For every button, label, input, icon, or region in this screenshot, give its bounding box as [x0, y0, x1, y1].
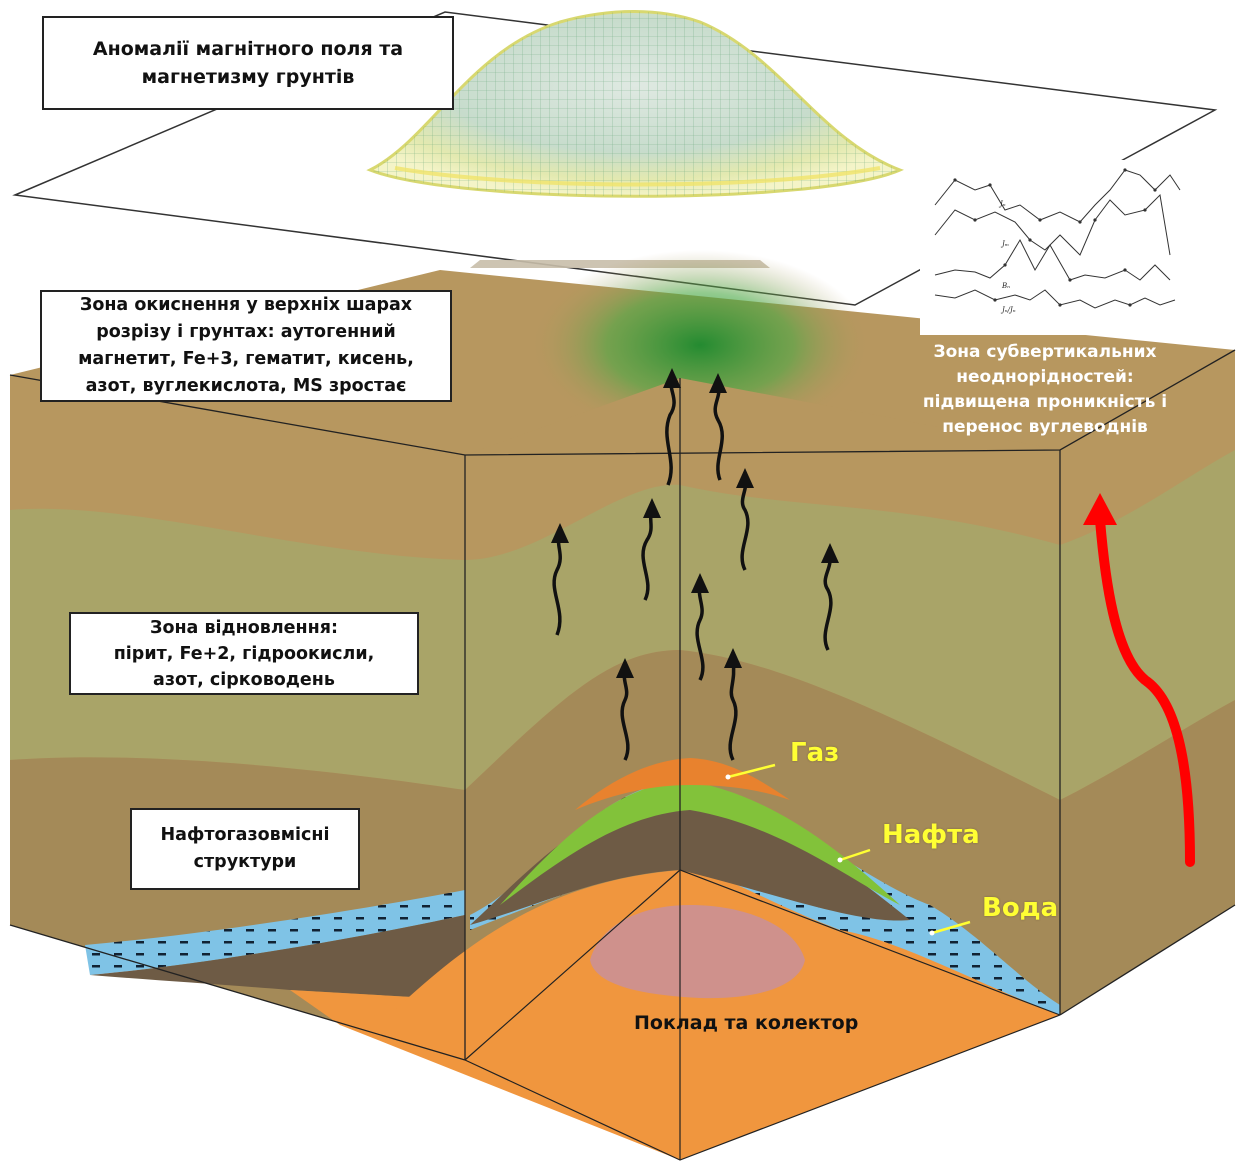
migration-arrow	[620, 669, 630, 761]
fluid-leaders	[727, 763, 971, 935]
magnetic-anomaly-box: Аномалії магнітного поля та магнетизму г…	[42, 16, 454, 110]
caption-line: структури	[193, 852, 297, 872]
profile-curve	[934, 289, 1176, 309]
reduction-zone-box: Зона відновлення: пірит, Fe+2, гідроокис…	[69, 612, 419, 695]
reservoir-label: Поклад та колектор	[634, 1012, 859, 1034]
inset-label: Bₙ	[1001, 282, 1010, 290]
caption-line: магнетит, Fe+3, гематит, кисень,	[78, 349, 414, 369]
anticline-trap	[340, 758, 1061, 1161]
migration-arrowheads	[551, 368, 839, 678]
caption-line: пірит, Fe+2, гідроокисли,	[113, 643, 375, 664]
caption-line: Нафтогазовмісні	[160, 825, 330, 845]
red-migration-arrow	[1083, 493, 1195, 867]
oil-label: Нафта	[882, 820, 980, 850]
subvertical-zone-label: Зона субвертикальних неоднорідностей: пі…	[880, 340, 1210, 440]
caption-line: Зона відновлення:	[150, 617, 338, 638]
migration-arrow	[728, 659, 738, 761]
gas-label: Газ	[790, 738, 840, 768]
magnetic-anomaly-dome	[366, 10, 904, 198]
inset-label: Jₙ/Jₙ	[1000, 306, 1016, 314]
block-left-face	[10, 375, 465, 1060]
caption-line: Зона субвертикальних	[933, 342, 1157, 362]
caption-line: азот, сірководень	[153, 669, 335, 690]
caption-line: розрізу і грунтах: аутогенний	[96, 322, 396, 342]
migration-arrow	[695, 584, 705, 681]
profile-curve	[934, 238, 1171, 281]
migration-arrow	[641, 509, 654, 601]
oxidation-zone-box: Зона окиснення у верхніх шарах розрізу і…	[40, 290, 452, 402]
migration-arrow	[552, 534, 562, 636]
migration-arrows	[552, 379, 833, 761]
migration-arrow	[665, 379, 676, 486]
profile-curve	[934, 169, 1181, 223]
water-label: Вода	[982, 893, 1059, 923]
caption-line: підвищена проникність і	[922, 392, 1168, 412]
profile-curve	[934, 193, 1171, 256]
caption-line: азот, вуглекислота, MS зростає	[85, 376, 407, 396]
migration-arrow	[713, 384, 724, 481]
inset-label: Jₘ	[1000, 240, 1009, 248]
migration-arrow	[740, 479, 750, 571]
caption-line: неоднорідностей:	[956, 367, 1134, 387]
oil-gas-structures-box: Нафтогазовмісні структури	[130, 808, 360, 890]
block-outline	[9, 349, 1236, 1061]
migration-arrow	[823, 554, 833, 651]
profile-inset-chart: Jₙ Jₘ Bₙ Jₙ/Jₙ	[920, 160, 1195, 335]
caption-line: Зона окиснення у верхніх шарах	[79, 295, 413, 315]
inset-label: Jₙ	[998, 200, 1006, 208]
caption-line: магнетизму грунтів	[141, 66, 355, 88]
caption-line: перенос вуглеводнів	[942, 417, 1148, 437]
caption-line: Аномалії магнітного поля та	[92, 38, 404, 60]
